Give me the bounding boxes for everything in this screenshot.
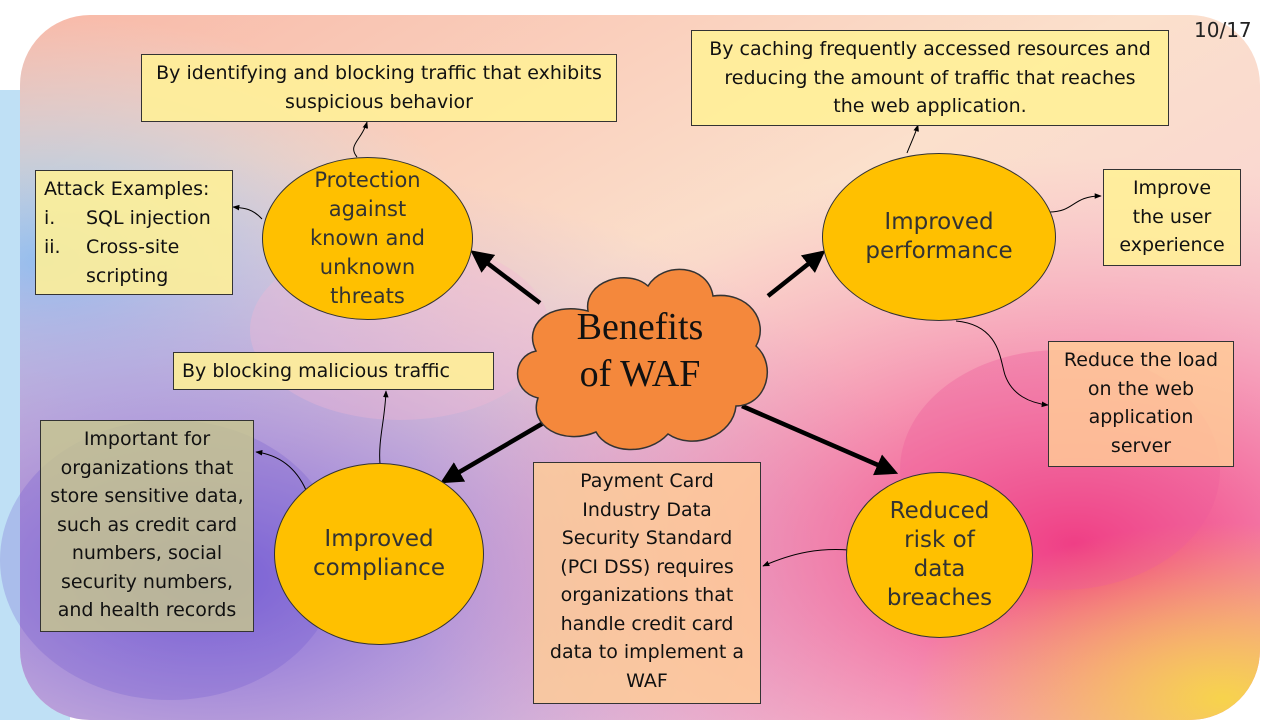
box-attack-examples: Attack Examples: i. SQL injection ii. Cr… xyxy=(35,170,233,295)
box-important-line: such as credit card xyxy=(56,513,238,536)
node-protection-line: against xyxy=(328,197,407,221)
node-performance-line: Improved xyxy=(884,209,994,235)
node-compliance-line: Improved xyxy=(324,526,434,552)
box-pci-line: organizations that xyxy=(560,584,734,606)
node-protection-line: known and xyxy=(310,226,425,250)
box-pci-line: Payment Card xyxy=(580,470,714,492)
attack-example-item: ii. Cross-site scripting xyxy=(44,233,232,291)
box-caching: By caching frequently accessed resources… xyxy=(691,30,1169,126)
box-pci: Payment Card Industry Data Security Stan… xyxy=(533,462,761,704)
node-compliance: Improved compliance xyxy=(274,463,484,645)
box-caching-line: the web application. xyxy=(833,95,1027,117)
arrow-to-protection xyxy=(470,250,542,305)
box-important-line: numbers, social xyxy=(71,542,223,564)
curve-to-attack-examples xyxy=(232,204,263,220)
box-user-experience-line: the user xyxy=(1132,205,1212,228)
node-breaches: Reduced risk of data breaches xyxy=(846,472,1033,638)
arrow-to-compliance xyxy=(440,416,554,484)
curve-to-blocking xyxy=(379,390,389,465)
box-pci-line: (PCI DSS) requires xyxy=(560,555,734,578)
box-reduce-load-line: server xyxy=(1110,434,1172,457)
node-performance: Improved performance xyxy=(822,153,1056,321)
arrow-to-performance xyxy=(766,250,826,298)
box-user-experience-line: Improve xyxy=(1132,177,1212,199)
box-important: Important for organizations that store s… xyxy=(40,420,254,632)
curve-to-user-experience xyxy=(1048,193,1102,213)
box-pci-line: Industry Data xyxy=(582,498,712,521)
attack-example-line: scripting xyxy=(86,265,169,287)
attack-example-text: SQL injection xyxy=(86,204,211,233)
attack-example-item: i. SQL injection xyxy=(44,204,232,233)
box-identifying-line: By identifying and blocking traffic that… xyxy=(156,62,602,84)
attack-example-number: i. xyxy=(44,207,56,229)
box-caching-line: By caching frequently accessed resources… xyxy=(709,38,1151,60)
box-reduce-load-line: Reduce the load xyxy=(1063,349,1219,371)
box-important-line: and health records xyxy=(57,599,237,621)
curve-to-important xyxy=(255,450,307,491)
box-important-line: store sensitive data, xyxy=(50,485,244,507)
box-caching-line: reducing the amount of traffic that reac… xyxy=(724,66,1136,89)
box-pci-line: WAF xyxy=(626,669,668,692)
node-protection-line: unknown xyxy=(319,255,416,279)
node-performance-line: performance xyxy=(865,238,1013,264)
box-reduce-load-line: application xyxy=(1088,406,1194,428)
attack-example-line: SQL injection xyxy=(86,207,211,229)
box-important-line: organizations that xyxy=(60,456,234,479)
box-identifying-line: suspicious behavior xyxy=(285,90,473,113)
attack-example-text: Cross-site scripting xyxy=(86,233,179,291)
attack-example-number: ii. xyxy=(44,236,61,258)
box-user-experience-line: experience xyxy=(1119,234,1225,256)
arrow-to-breaches xyxy=(741,403,899,476)
node-protection-line: Protection xyxy=(314,168,421,192)
center-title-line: Benefits xyxy=(576,306,704,348)
curve-to-identifying xyxy=(353,121,369,158)
box-user-experience: Improve the user experience xyxy=(1103,169,1241,266)
node-breaches-line: breaches xyxy=(886,585,993,611)
center-title: Benefits of WAF xyxy=(540,304,740,398)
curve-to-caching xyxy=(906,124,919,154)
node-protection: Protection against known and unknown thr… xyxy=(262,157,473,320)
box-reduce-load-line: on the web xyxy=(1087,377,1195,400)
curve-to-pci xyxy=(762,549,850,567)
node-compliance-line: compliance xyxy=(313,555,445,581)
box-blocking: By blocking malicious traffic xyxy=(173,352,494,390)
curve-to-reduce-load xyxy=(955,320,1049,408)
center-title-line: of WAF xyxy=(579,353,701,395)
node-breaches-line: Reduced xyxy=(889,498,990,524)
attack-example-line: Cross-site xyxy=(86,236,180,258)
box-reduce-load: Reduce the load on the web application s… xyxy=(1048,341,1234,467)
box-pci-line: Security Standard xyxy=(561,527,733,549)
node-breaches-line: data xyxy=(913,556,966,582)
box-important-line: security numbers, xyxy=(61,570,233,593)
box-identifying: By identifying and blocking traffic that… xyxy=(141,54,617,122)
box-important-line: Important for xyxy=(83,428,211,450)
node-breaches-line: risk of xyxy=(904,527,975,553)
attack-examples-title: Attack Examples: xyxy=(44,178,210,200)
node-protection-line: threats xyxy=(330,284,405,308)
box-pci-line: data to implement a xyxy=(549,641,745,663)
page-number: 10/17 xyxy=(1194,18,1252,42)
box-pci-line: handle credit card xyxy=(560,612,734,635)
center-cloud xyxy=(516,268,769,451)
box-blocking-line: By blocking malicious traffic xyxy=(182,360,450,382)
